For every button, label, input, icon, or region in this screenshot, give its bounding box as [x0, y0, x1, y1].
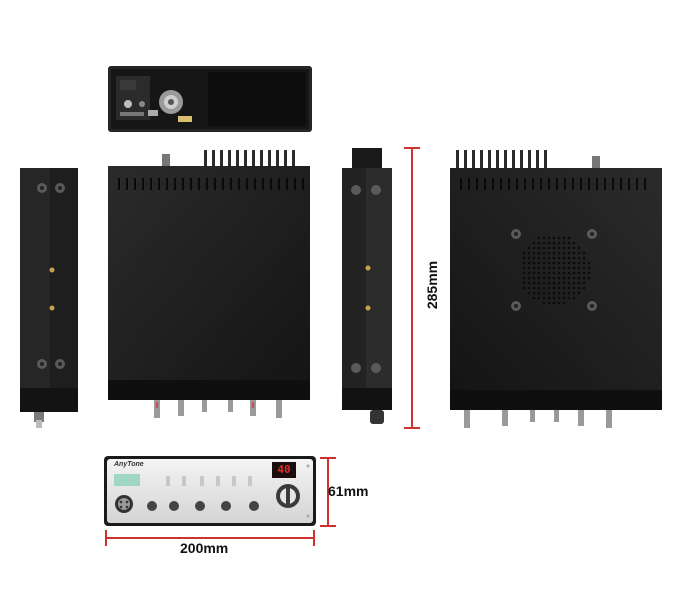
- speaker-grille-icon: [522, 236, 591, 305]
- heatsink-icon: [456, 150, 547, 170]
- rear-panel-view: [108, 66, 312, 132]
- right-side-view: [340, 148, 396, 428]
- brand-text: AnyTone: [114, 461, 144, 468]
- heatsink-icon: [204, 150, 295, 168]
- width-dimension-line: [104, 528, 316, 548]
- left-side-view: [18, 168, 82, 428]
- heatsink-icon: [208, 72, 306, 126]
- bottom-view: [446, 146, 666, 432]
- front-panel-view: AnyTone 40: [104, 456, 316, 526]
- width-label: 200mm: [180, 540, 229, 556]
- depth-label: 61mm: [328, 483, 369, 499]
- microphone-jack-icon: [115, 495, 133, 513]
- top-view: [104, 148, 314, 428]
- height-label: 285mm: [424, 260, 440, 310]
- height-dimension-line: [402, 146, 422, 430]
- depth-dimension-line: [318, 456, 338, 528]
- channel-knob-icon: [276, 484, 300, 508]
- channel-display-text: 40: [277, 463, 291, 476]
